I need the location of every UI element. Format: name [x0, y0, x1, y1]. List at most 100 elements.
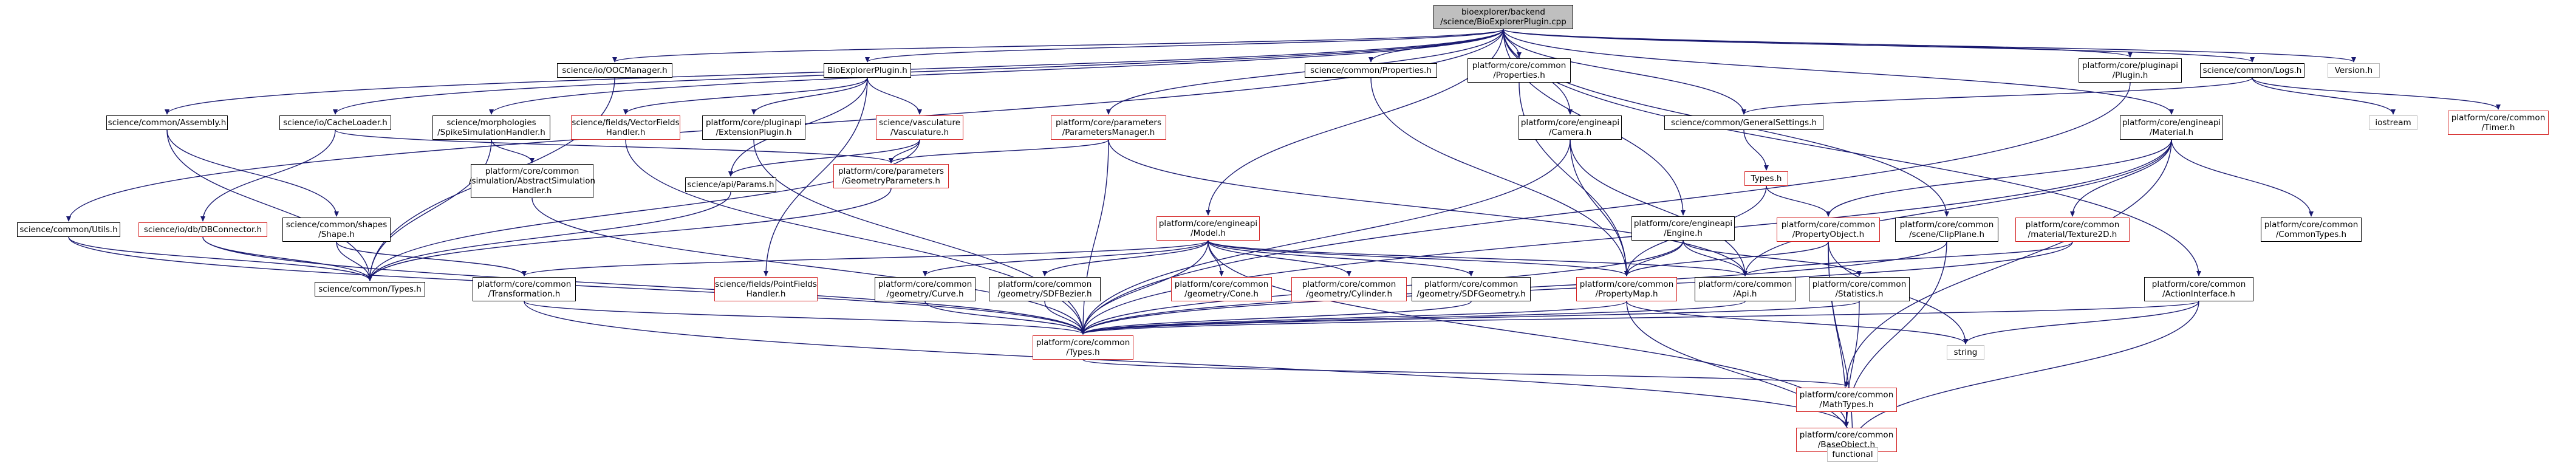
- node-core-common-commontypes-h[interactable]: platform/core/common/CommonTypes.h: [2261, 218, 2362, 242]
- include-edge: [865, 29, 1504, 63]
- node-science-common-assembly-h[interactable]: science/common/Assembly.h: [106, 115, 228, 130]
- node-core-common-api-h[interactable]: platform/core/common/Api.h: [1695, 277, 1795, 301]
- node-core-common-transformation-h[interactable]: platform/core/common/Transformation.h: [473, 277, 576, 301]
- include-edge: [1503, 29, 2356, 63]
- include-edge: [1081, 301, 1860, 335]
- include-edge: [2252, 77, 2501, 110]
- node-core-common-geometry-sdfgeometry-h[interactable]: platform/core/common/geometry/SDFGeometr…: [1412, 277, 1531, 301]
- node-core-common-geometry-cylinder-h[interactable]: platform/core/common/geometry/Cylinder.h: [1291, 277, 1407, 301]
- include-edge: [489, 29, 1504, 115]
- node-science-io-oocmanager-h[interactable]: science/io/OOCManager.h: [557, 63, 672, 78]
- include-edge: [1082, 359, 1849, 387]
- include-edge: [68, 236, 372, 281]
- node-string[interactable]: string: [1947, 345, 1984, 360]
- node-core-common-statistics-h[interactable]: platform/core/common/Statistics.h: [1809, 277, 1910, 301]
- include-edge: [764, 77, 868, 276]
- node-functional[interactable]: functional: [1827, 447, 1878, 462]
- node-core-common-scene-clipplane-h[interactable]: platform/core/common/scene/ClipPlane.h: [1895, 218, 1998, 242]
- node-science-common-utils-h[interactable]: science/common/Utils.h: [17, 222, 120, 237]
- include-edge: [1208, 240, 1351, 276]
- include-edge: [1081, 301, 1627, 335]
- include-edge: [1081, 240, 1209, 335]
- node-core-engineapi-engine-h[interactable]: platform/core/engineapi/Engine.h: [1631, 216, 1735, 241]
- include-edge: [524, 301, 1085, 335]
- node-core-pluginapi-plugin-h[interactable]: platform/core/pluginapi/Plugin.h: [2079, 58, 2182, 83]
- include-edge: [1741, 77, 2253, 115]
- node-core-parametersmanager-h[interactable]: platform/core/parameters/ParametersManag…: [1051, 115, 1166, 140]
- include-edge: [336, 241, 527, 276]
- include-edge: [333, 29, 1504, 115]
- include-edge: [728, 139, 920, 177]
- node-science-common-generalsettings-h[interactable]: science/common/GeneralSettings.h: [1664, 115, 1823, 130]
- node-core-common-geometry-cone-h[interactable]: platform/core/common/geometry/Cone.h: [1171, 277, 1272, 301]
- node-types-h[interactable]: Types.h: [1744, 171, 1788, 186]
- include-edge: [2252, 77, 2396, 115]
- node-science-api-params-h[interactable]: science/api/Params.h: [685, 177, 776, 192]
- node-science-vasculature-h[interactable]: science/vasculature/Vasculature.h: [876, 115, 963, 140]
- node-bioexplorerplugin-h[interactable]: BioExplorerPlugin.h: [824, 63, 911, 78]
- node-core-engineapi-material-h[interactable]: platform/core/engineapi/Material.h: [2120, 115, 2223, 140]
- include-edge: [1081, 139, 2172, 335]
- include-edge: [491, 139, 535, 163]
- node-core-engineapi-camera-h[interactable]: platform/core/engineapi/Camera.h: [1519, 115, 1622, 140]
- include-edge: [923, 240, 1209, 276]
- include-edge: [1743, 241, 2073, 276]
- include-edge: [1624, 241, 1829, 276]
- node-core-geometryparameters-h[interactable]: platform/core/parameters/GeometryParamet…: [833, 164, 949, 188]
- node-core-common-propertymap-h[interactable]: platform/core/common/PropertyMap.h: [1576, 277, 1677, 301]
- include-edge: [336, 241, 372, 281]
- node-science-common-properties-h[interactable]: science/common/Properties.h: [1305, 63, 1437, 78]
- node-science-io-cacheloader-h[interactable]: science/io/CacheLoader.h: [279, 115, 391, 130]
- include-edge: [1503, 29, 2174, 115]
- include-edge: [367, 191, 731, 281]
- include-edge: [1743, 129, 1769, 171]
- include-edge: [1850, 301, 2199, 447]
- node-core-common-propertyobject-h[interactable]: platform/core/common/PropertyObject.h: [1777, 218, 1880, 242]
- node-core-common-geometry-sdfbezier-h[interactable]: platform/core/common/geometry/SDFBezier.…: [989, 277, 1101, 301]
- node-core-common-geometry-curve-h[interactable]: platform/core/common/geometry/Curve.h: [875, 277, 975, 301]
- node-science-common-logs-h[interactable]: science/common/Logs.h: [2200, 63, 2304, 78]
- include-edge: [1081, 301, 1746, 335]
- include-edge: [1208, 240, 1629, 276]
- include-edge: [1963, 301, 2199, 344]
- include-edge: [1208, 240, 1474, 276]
- node-core-common-timer-h[interactable]: platform/core/common/Timer.h: [2448, 111, 2549, 135]
- include-edge: [1743, 139, 2172, 276]
- node-core-common-material-texture2d-h[interactable]: platform/core/common/material/Texture2D.…: [2015, 218, 2130, 242]
- node-science-io-db-dbconnector-h[interactable]: science/io/db/DBConnector.h: [138, 222, 267, 237]
- include-edge: [1626, 301, 1968, 344]
- include-edge: [889, 139, 1109, 163]
- node-science-common-types-h[interactable]: science/common/Types.h: [315, 282, 425, 296]
- node-bioexplorer-plugin-cpp: bioexplorer/backend/science/BioExplorerP…: [1433, 5, 1573, 29]
- include-edge: [1683, 240, 1862, 276]
- include-edge: [1844, 139, 2172, 387]
- include-edge: [1626, 301, 1855, 447]
- include-edge: [1570, 139, 1629, 276]
- include-edge: [1370, 77, 1629, 276]
- node-core-common-types-h[interactable]: platform/core/common/Types.h: [1033, 335, 1133, 360]
- node-core-common-actioninterface-h[interactable]: platform/core/common/ActionInterface.h: [2144, 277, 2253, 301]
- node-version-h[interactable]: Version.h: [2328, 63, 2380, 78]
- include-edge: [623, 77, 868, 115]
- include-edge: [1081, 301, 2199, 335]
- include-edge: [1503, 29, 1746, 115]
- include-edge: [1081, 301, 1472, 335]
- node-science-common-shapes-shape-h[interactable]: science/common/shapes/Shape.h: [282, 218, 391, 242]
- node-core-engineapi-model-h[interactable]: platform/core/engineapi/Model.h: [1156, 216, 1260, 241]
- node-core-common-properties-h[interactable]: platform/core/common/Properties.h: [1467, 58, 1571, 83]
- include-edge: [1042, 240, 1209, 276]
- include-edge: [367, 188, 892, 281]
- include-edge: [2070, 139, 2172, 217]
- node-core-pluginapi-extensionplugin-h[interactable]: platform/core/pluginapi/ExtensionPlugin.…: [702, 115, 805, 140]
- node-spike-simulation-handler-h[interactable]: science/morphologies/SpikeSimulationHand…: [432, 115, 550, 140]
- include-edge: [531, 197, 1085, 335]
- node-abstract-simulation-handler-h[interactable]: platform/core/common/simulation/Abstract…: [469, 164, 595, 198]
- include-edge: [1081, 139, 1571, 335]
- node-core-common-mathtypes-h[interactable]: platform/core/common/MathTypes.h: [1796, 388, 1897, 412]
- include-edge: [166, 129, 372, 281]
- node-iostream[interactable]: iostream: [2369, 115, 2417, 130]
- include-edge: [751, 77, 868, 115]
- include-edge: [166, 129, 339, 217]
